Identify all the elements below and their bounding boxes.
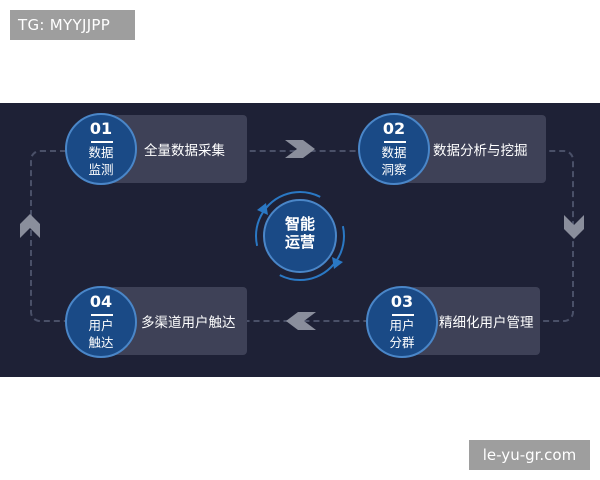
cycle-arrows-icon (255, 191, 345, 281)
step-label-3: 用户分群 (389, 318, 415, 350)
step-number-4: 04 (89, 292, 113, 311)
watermark-top: TG: MYYJJPP (10, 10, 135, 40)
step-text-3: 精细化用户管理 (439, 315, 534, 331)
step-label-1: 数据监测 (88, 145, 114, 177)
step-text-1: 全量数据采集 (144, 143, 225, 159)
step-divider-4 (91, 314, 113, 316)
step-divider-3 (392, 314, 414, 316)
step-number-2: 02 (382, 119, 406, 138)
step-number-1: 01 (89, 119, 113, 138)
step-circle-2: 02 数据洞察 (358, 113, 430, 185)
step-circle-4: 04 用户触达 (65, 286, 137, 358)
step-divider-2 (384, 141, 406, 143)
step-text-2: 数据分析与挖掘 (433, 143, 528, 159)
step-circle-1: 01 数据监测 (65, 113, 137, 185)
chevron-up-icon (20, 214, 40, 238)
flow-arrows (20, 140, 584, 330)
watermark-bottom: le-yu-gr.com (469, 440, 590, 470)
chevron-right-icon (285, 140, 315, 158)
center-label: 智能 运营 (270, 215, 330, 251)
step-label-2: 数据洞察 (381, 145, 407, 177)
chevron-down-icon (564, 215, 584, 239)
center-line-1: 智能 (284, 215, 315, 233)
diagram-panel: 全量数据采集 01 数据监测 数据分析与挖掘 02 数据洞察 精细化用户管理 0… (0, 103, 600, 377)
step-label-4: 用户触达 (88, 318, 114, 350)
step-circle-3: 03 用户分群 (366, 286, 438, 358)
chevron-left-icon (286, 312, 316, 330)
center-line-2: 运营 (284, 233, 315, 251)
step-number-3: 03 (390, 292, 414, 311)
step-text-4: 多渠道用户触达 (141, 315, 236, 331)
step-divider-1 (91, 141, 113, 143)
